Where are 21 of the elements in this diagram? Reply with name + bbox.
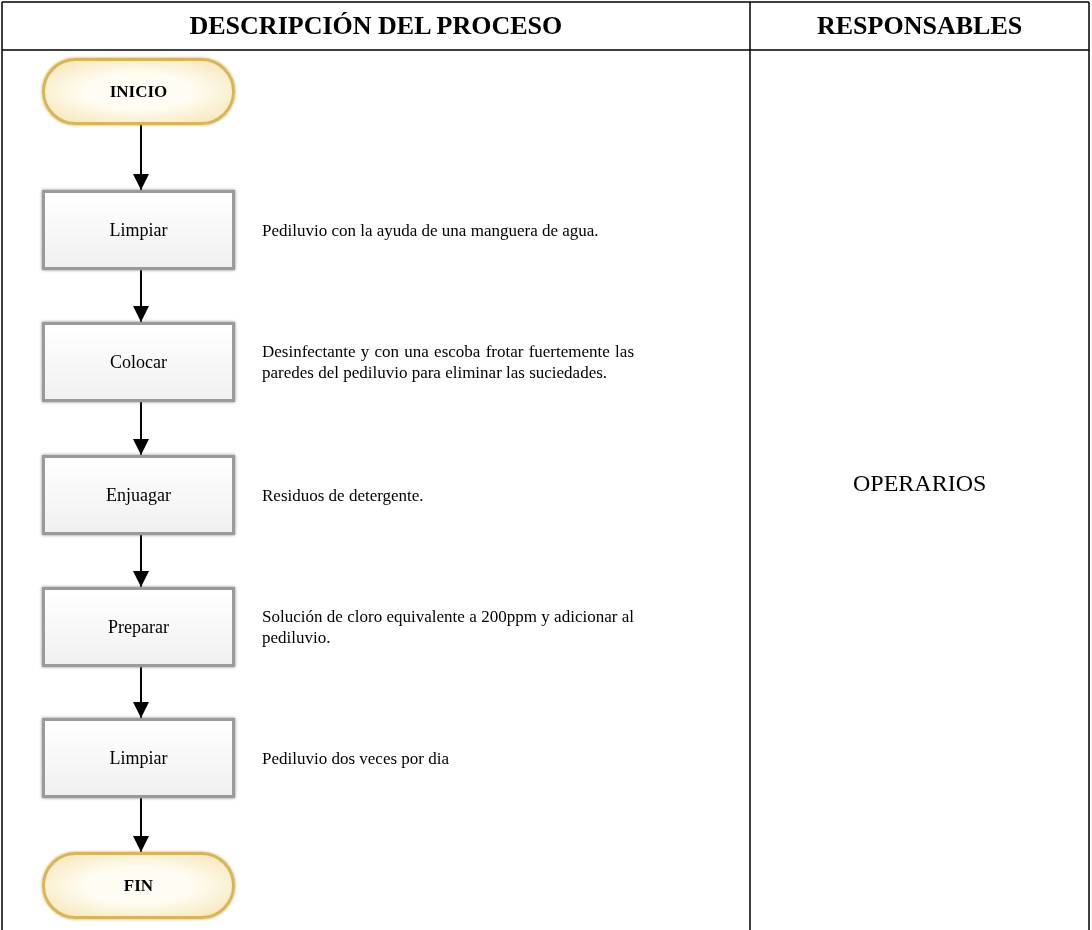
arrow xyxy=(133,124,149,191)
arrow xyxy=(133,797,149,853)
arrow xyxy=(133,269,149,323)
description-text: Solución de cloro equivalente a 200ppm y adicionar al pediluvio. xyxy=(262,605,634,648)
arrow xyxy=(133,534,149,588)
column-header: DESCRIPCIÓN DEL PROCESO xyxy=(189,10,563,42)
terminal-shape: INICIO xyxy=(42,58,235,125)
arrow xyxy=(133,666,149,719)
column-header: RESPONSABLES xyxy=(817,10,1023,42)
description-text: Pediluvio dos veces por dia xyxy=(262,747,450,769)
responsible-text: OPERARIOS xyxy=(853,470,987,497)
process-box: Enjuagar xyxy=(42,455,235,535)
terminal-shape: FIN xyxy=(42,852,235,919)
description-text: Residuos de detergente. xyxy=(262,484,425,506)
process-box: Limpiar xyxy=(42,190,235,270)
process-box: Preparar xyxy=(42,587,235,667)
description-text: Pediluvio con la ayuda de una manguera de agua. xyxy=(262,219,600,241)
process-box: Limpiar xyxy=(42,718,235,798)
description-text: Desinfectante y con una escoba frotar fuertemente las paredes del pediluvio para eliminar las suciedades. xyxy=(262,340,634,383)
process-box: Colocar xyxy=(42,322,235,402)
arrow xyxy=(133,401,149,456)
